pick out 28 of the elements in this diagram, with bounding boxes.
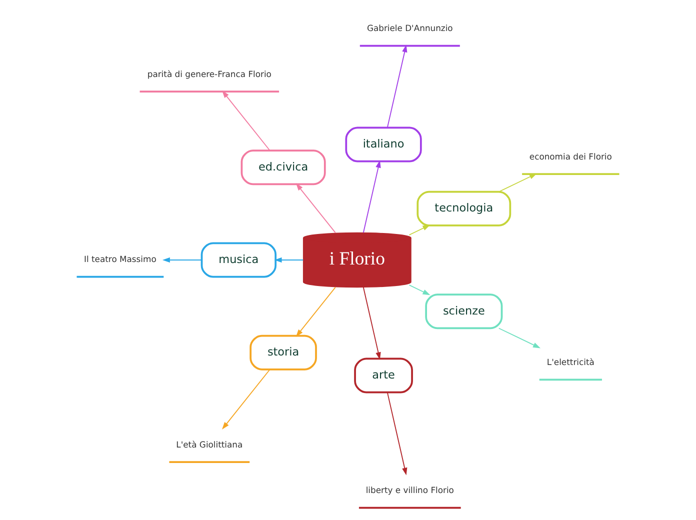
node-box: storia [250, 334, 317, 370]
arrow [408, 284, 430, 296]
node-box: scienze [425, 294, 503, 330]
node-box: italiano [345, 126, 422, 162]
arrow [498, 328, 540, 348]
arrow [362, 286, 381, 360]
node-box: arte [354, 358, 413, 394]
arrow [296, 183, 336, 234]
node-text: parità di genere-Franca Florio [147, 68, 272, 79]
arrow [162, 257, 202, 263]
node-box: tecnologia [416, 190, 512, 226]
node-text: Gabriele D'Annunzio [366, 23, 453, 34]
arrow [296, 286, 336, 337]
arrow [408, 224, 430, 236]
node-text: economia dei Florio [529, 151, 612, 162]
arrow [274, 257, 304, 263]
node-text: Il teatro Massimo [84, 254, 156, 264]
arrow [362, 160, 381, 234]
arrow [386, 44, 408, 128]
arrow [386, 392, 408, 476]
arrow [222, 369, 270, 430]
arrow [498, 173, 537, 192]
node-text: L'età Giolittiana [176, 439, 243, 450]
node-text: liberty e villino Florio [366, 485, 454, 496]
arrow [222, 90, 270, 151]
node-box: musica [200, 242, 277, 278]
node-text: L'elettricità [546, 356, 594, 367]
node-box: ed.civica [240, 150, 326, 186]
